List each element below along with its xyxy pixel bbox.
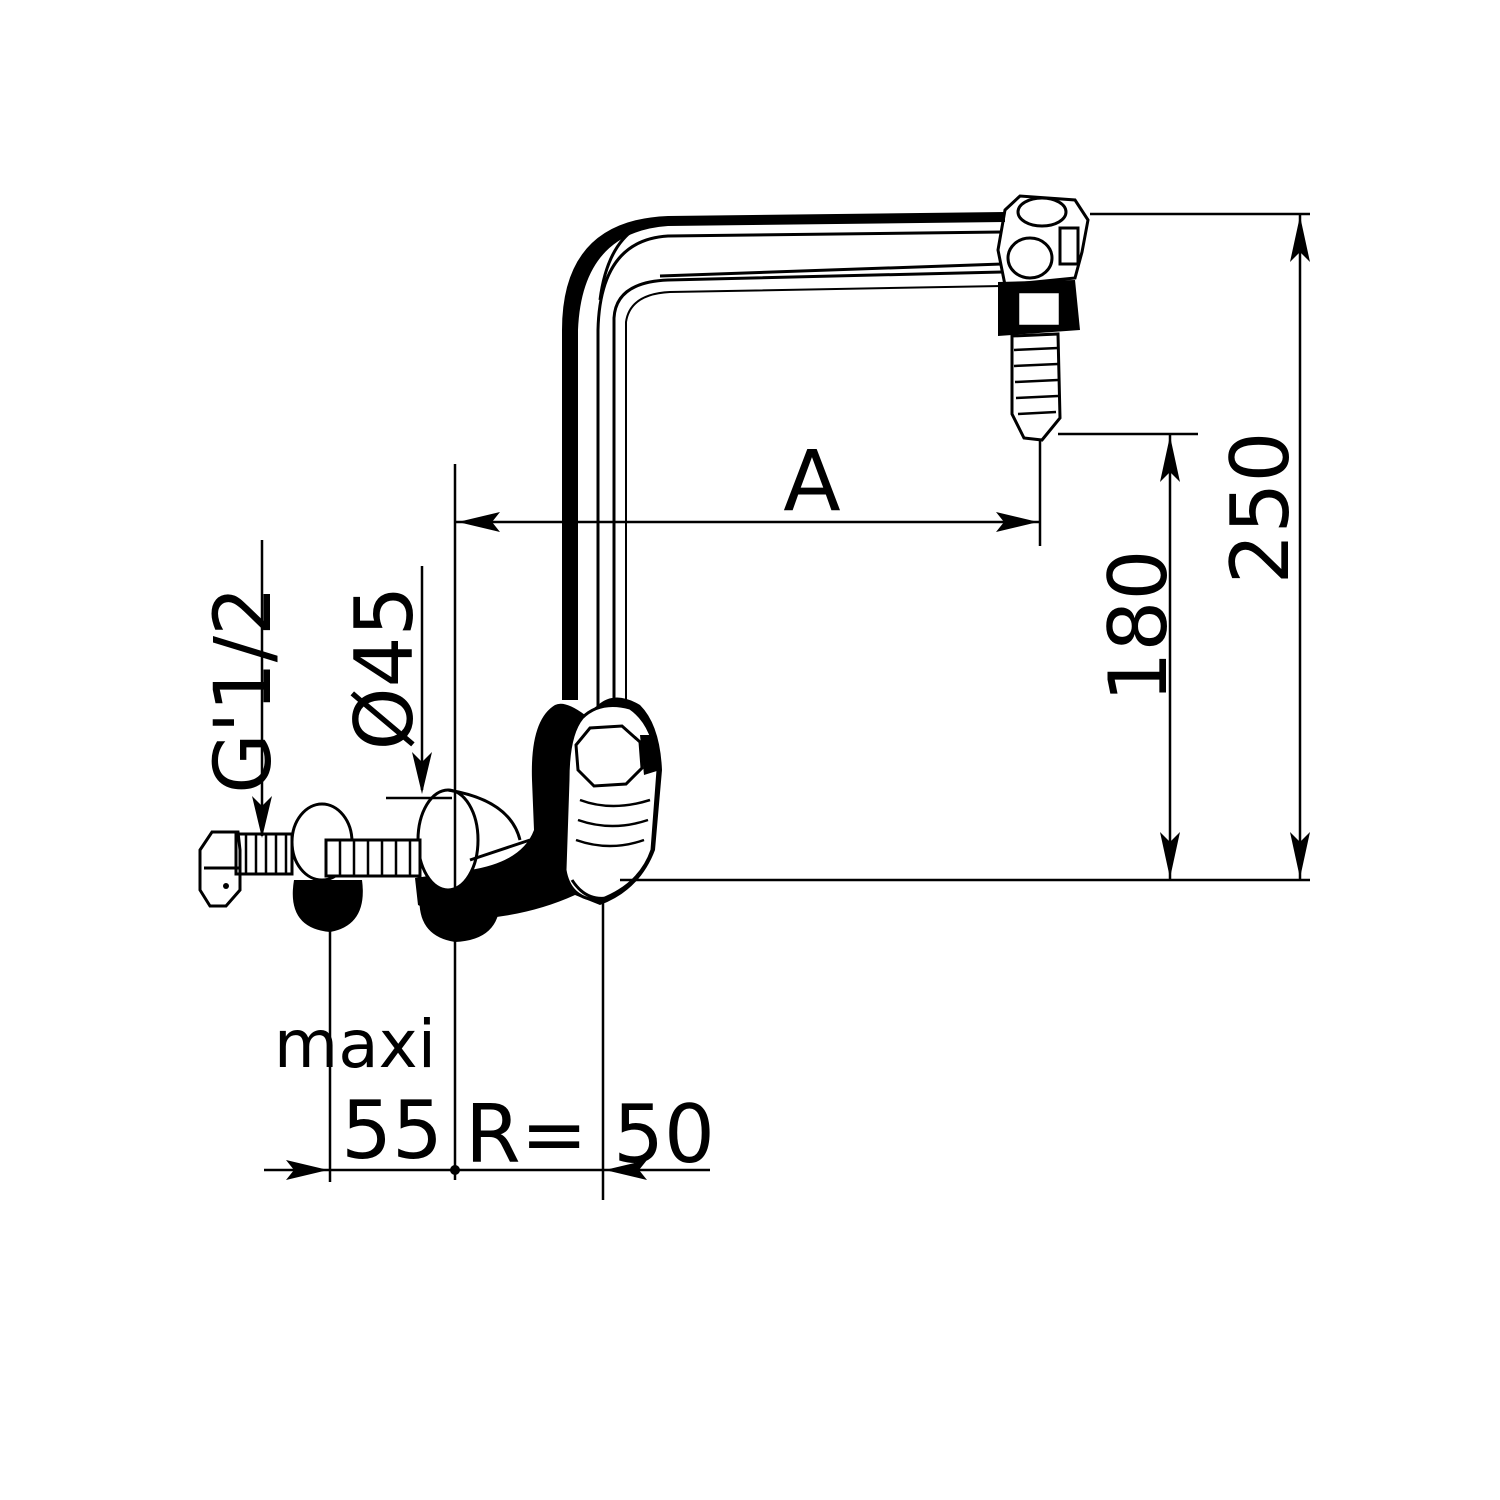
mounting-bolt — [198, 788, 531, 942]
dimension-thread — [252, 540, 272, 838]
label-diameter: Ø45 — [338, 586, 431, 751]
dimension-250 — [620, 212, 1310, 882]
label-55: 55 — [341, 1084, 443, 1177]
dimension-180 — [1058, 432, 1198, 880]
dimension-diameter — [386, 566, 452, 800]
label-a: A — [783, 432, 840, 530]
elbow-body — [415, 697, 662, 920]
label-r50: R= 50 — [465, 1088, 715, 1181]
label-180: 180 — [1092, 550, 1185, 703]
dimension-a — [453, 440, 1042, 1180]
label-maxi: maxi — [274, 1006, 436, 1083]
dimension-55-r50 — [264, 900, 710, 1200]
nozzle-fitting — [996, 194, 1090, 442]
label-thread: G'1/2 — [199, 586, 289, 793]
spout-pipe — [562, 212, 1006, 720]
label-250: 250 — [1214, 432, 1307, 585]
